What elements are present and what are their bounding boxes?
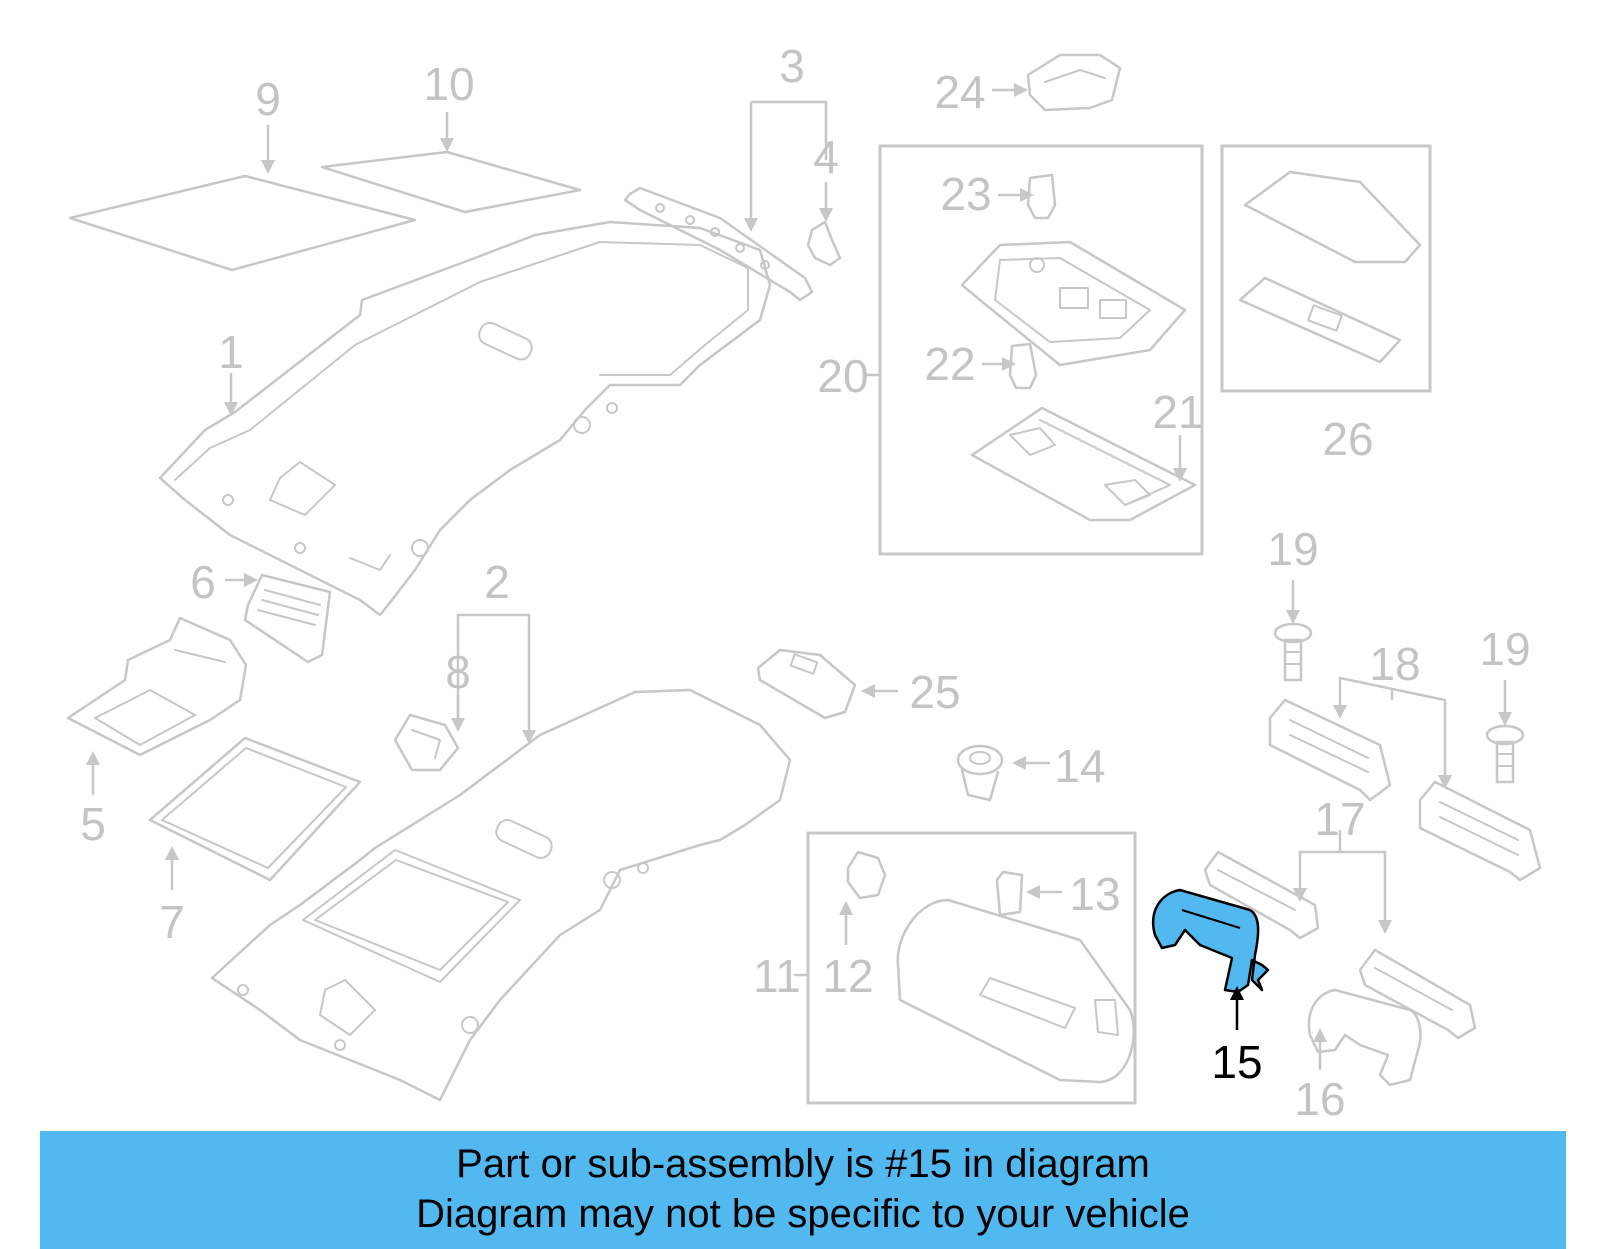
- part-19-screw-b: [1485, 724, 1525, 784]
- part-21-lens: [970, 406, 1197, 522]
- callout-4: 4: [813, 131, 839, 183]
- part-13-clip: [995, 870, 1024, 917]
- callout-13: 13: [1069, 868, 1120, 920]
- part-10-panel: [320, 150, 582, 214]
- part-1-headliner: [158, 220, 772, 617]
- part-3-rail: [623, 186, 814, 302]
- part-4-bracket: [806, 220, 842, 267]
- callout-10: 10: [423, 58, 474, 110]
- group-20-box: [878, 144, 1204, 556]
- part-17-bracket-a: [1203, 850, 1320, 940]
- banner-line-2: Diagram may not be specific to your vehi…: [416, 1192, 1190, 1236]
- part-24-switch: [1026, 53, 1122, 112]
- part-16-grab-handle: [1307, 988, 1422, 1087]
- callout-14: 14: [1054, 740, 1105, 792]
- part-2-headliner: [210, 688, 792, 1102]
- callout-15: 15: [1211, 1036, 1262, 1088]
- part-18-clip-a: [1268, 698, 1392, 802]
- group-11-box: [806, 831, 1137, 1105]
- callout-17: 17: [1314, 793, 1365, 845]
- callout-2: 2: [484, 556, 510, 608]
- part-9-panel: [68, 174, 417, 272]
- callout-1: 1: [218, 326, 244, 378]
- callout-11: 11: [753, 950, 801, 1002]
- part-14-clip: [956, 744, 1004, 802]
- callout-7: 7: [159, 896, 185, 948]
- callout-8: 8: [445, 646, 471, 698]
- info-banner: Part or sub-assembly is #15 in diagram D…: [40, 1131, 1566, 1249]
- part-18-clip-b: [1418, 780, 1542, 882]
- part-22-bulb: [1008, 342, 1038, 390]
- callout-22: 22: [924, 338, 975, 390]
- part-11-visor: [896, 898, 1135, 1084]
- part-7-seal: [148, 736, 362, 882]
- part-12-clip: [846, 850, 887, 900]
- part-17-bracket-b: [1358, 948, 1477, 1040]
- part-20-console: [960, 240, 1187, 367]
- callout-26: 26: [1322, 413, 1373, 465]
- part-8-clip: [393, 713, 460, 772]
- callout-16: 16: [1294, 1073, 1345, 1125]
- callout-12: 12: [822, 950, 873, 1002]
- banner-line-1: Part or sub-assembly is #15 in diagram: [456, 1142, 1150, 1186]
- callout-21: 21: [1152, 386, 1203, 438]
- callout-3: 3: [779, 40, 805, 92]
- part-25-lamp: [756, 648, 857, 720]
- callout-20: 20: [817, 350, 868, 402]
- leader-lines: [86, 83, 1512, 1070]
- part-23-bulb: [1026, 173, 1057, 220]
- callout-23: 23: [940, 168, 991, 220]
- callout-9: 9: [255, 73, 281, 125]
- callout-5: 5: [80, 798, 106, 850]
- callout-6: 6: [190, 556, 216, 608]
- callout-19-lower: 19: [1479, 623, 1530, 675]
- part-6-vent: [243, 573, 332, 664]
- group-26-box: [1220, 144, 1432, 393]
- callout-25: 25: [909, 666, 960, 718]
- callout-18: 18: [1369, 638, 1420, 690]
- part-26-console: [1238, 170, 1422, 364]
- part-19-screw-a: [1273, 622, 1313, 682]
- part-15-grab-handle: [1152, 888, 1270, 994]
- part-5-console: [66, 616, 248, 757]
- callout-numbers: 1 2 3 4 5 6 7 8 9 10 11 12 13 14 15 16 1…: [80, 40, 1530, 1125]
- callout-24: 24: [934, 66, 985, 118]
- callout-19-upper: 19: [1267, 523, 1318, 575]
